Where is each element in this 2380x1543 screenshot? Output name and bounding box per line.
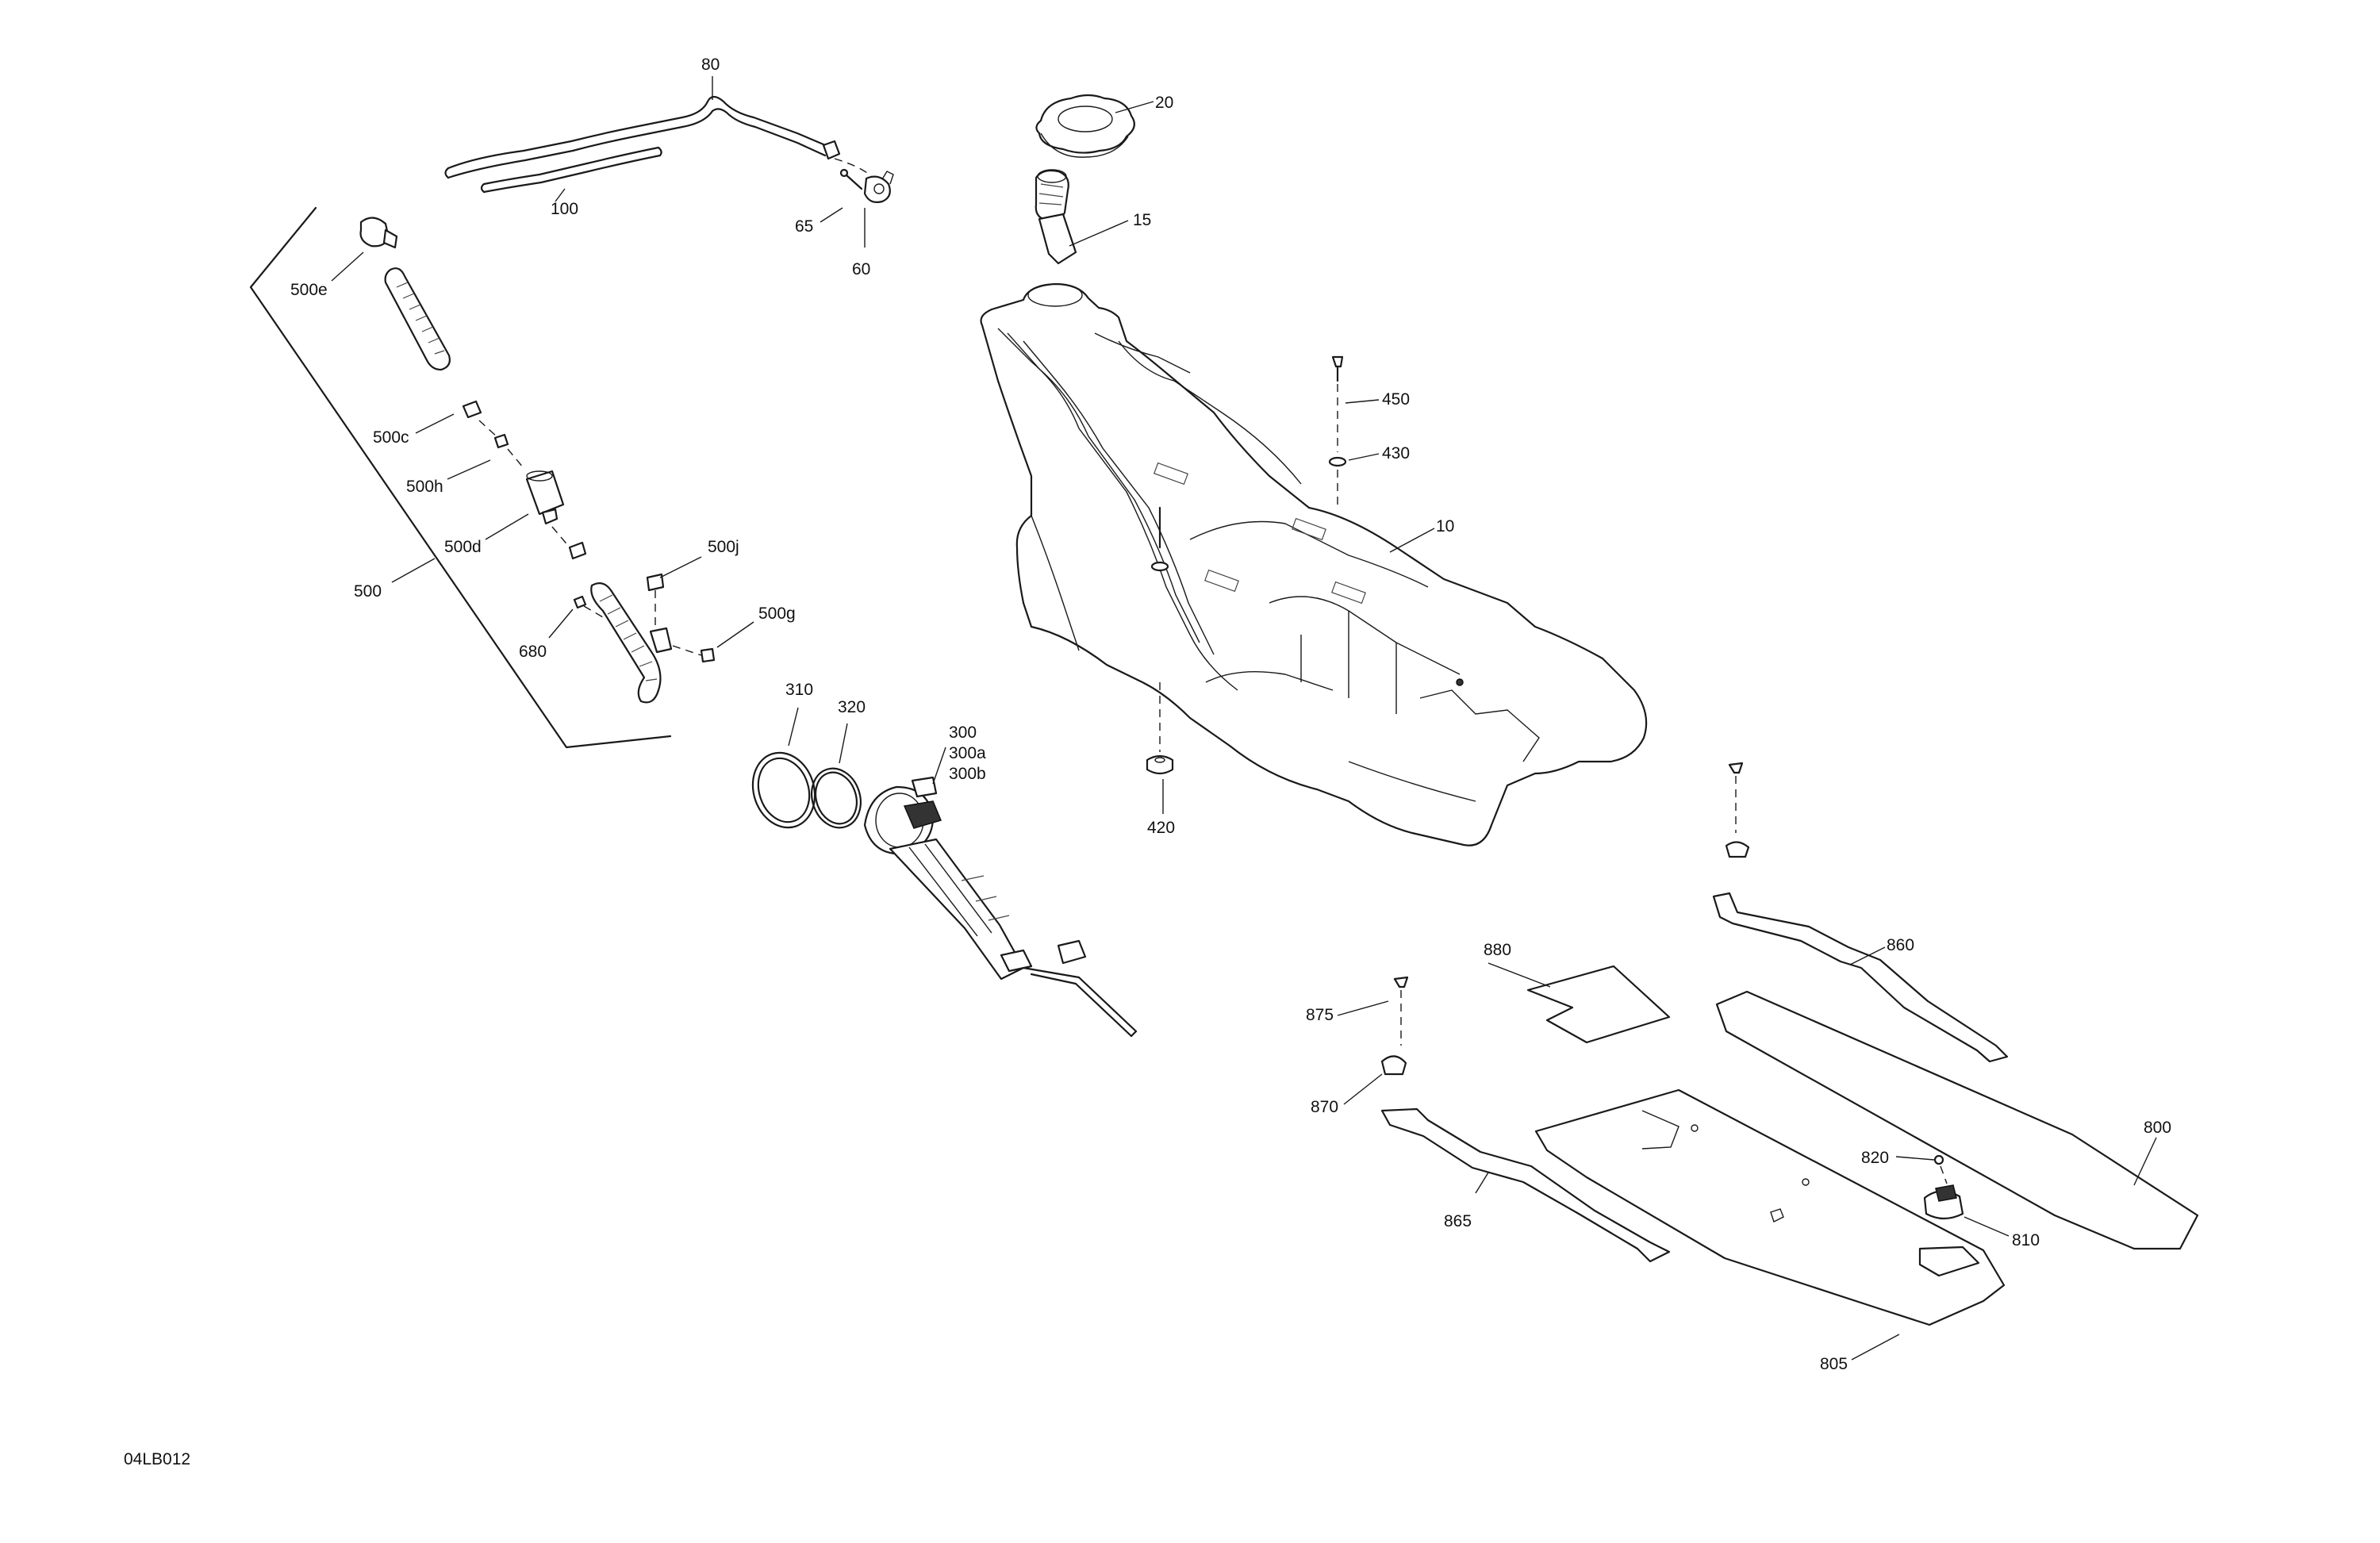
- filler-neck-15: [1035, 169, 1077, 265]
- vent-hose-80: [444, 95, 841, 179]
- valve-60-screw-65: [834, 158, 894, 203]
- callout-680: 680: [519, 643, 547, 661]
- callout-880: 880: [1484, 941, 1511, 959]
- callout-labels: 80 100 65 60 20 15 500e 500c 500h 500d 5…: [124, 56, 2171, 1468]
- callout-800: 800: [2144, 1119, 2171, 1137]
- seal-ring-320: [811, 767, 862, 829]
- plate-805: [1534, 1088, 2006, 1326]
- callout-805: 805: [1820, 1355, 1848, 1373]
- callout-810: 810: [2012, 1231, 2040, 1249]
- callout-310: 310: [785, 681, 813, 699]
- fuel-line-parts-500c-500h-500d: [462, 400, 587, 560]
- callout-450: 450: [1382, 390, 1410, 409]
- callout-430: 430: [1382, 444, 1410, 463]
- lock-ring-310: [751, 751, 816, 829]
- callout-60: 60: [852, 260, 870, 278]
- callout-500h: 500h: [406, 478, 443, 496]
- callout-20: 20: [1155, 94, 1173, 112]
- clip-810-screw-820: [1923, 1154, 1964, 1220]
- fuel-pump-300: [863, 776, 1138, 1038]
- callout-420: 420: [1147, 819, 1175, 837]
- callout-500g: 500g: [758, 605, 796, 623]
- callout-15: 15: [1133, 211, 1151, 229]
- callout-80: 80: [701, 56, 720, 74]
- fuel-tank-10: [980, 282, 1648, 846]
- callout-860: 860: [1887, 936, 1914, 954]
- callout-100: 100: [551, 200, 578, 218]
- fuel-cap-20: [1035, 94, 1135, 158]
- corrugated-hose-500g-500j-680: [573, 573, 716, 704]
- quick-connect-500e: [359, 217, 451, 371]
- callout-500d: 500d: [444, 538, 482, 556]
- callout-65: 65: [795, 217, 813, 236]
- bracket-865-hardware: [1380, 976, 1671, 1263]
- callout-865: 865: [1444, 1212, 1472, 1230]
- pad-880: [1526, 965, 1671, 1044]
- callout-500: 500: [354, 582, 382, 601]
- callout-500j: 500j: [708, 538, 739, 556]
- callout-820: 820: [1861, 1149, 1889, 1167]
- bracket-500: [249, 206, 672, 749]
- diagram-code: 04LB012: [124, 1450, 190, 1468]
- callout-300a: 300a: [949, 744, 986, 762]
- callout-500c: 500c: [373, 428, 409, 447]
- callout-500e: 500e: [290, 281, 328, 299]
- bracket-860-hardware: [1712, 762, 2009, 1063]
- callout-300b: 300b: [949, 765, 986, 783]
- callout-870: 870: [1311, 1098, 1338, 1116]
- vent-hose-100: [480, 146, 662, 194]
- plate-800: [1715, 990, 2199, 1250]
- callout-320: 320: [838, 698, 866, 716]
- callout-10: 10: [1436, 517, 1454, 535]
- leader-lines: [331, 76, 2157, 1361]
- callout-875: 875: [1306, 1006, 1334, 1024]
- callout-300: 300: [949, 724, 977, 742]
- fasteners-450-430-420: [1146, 355, 1347, 775]
